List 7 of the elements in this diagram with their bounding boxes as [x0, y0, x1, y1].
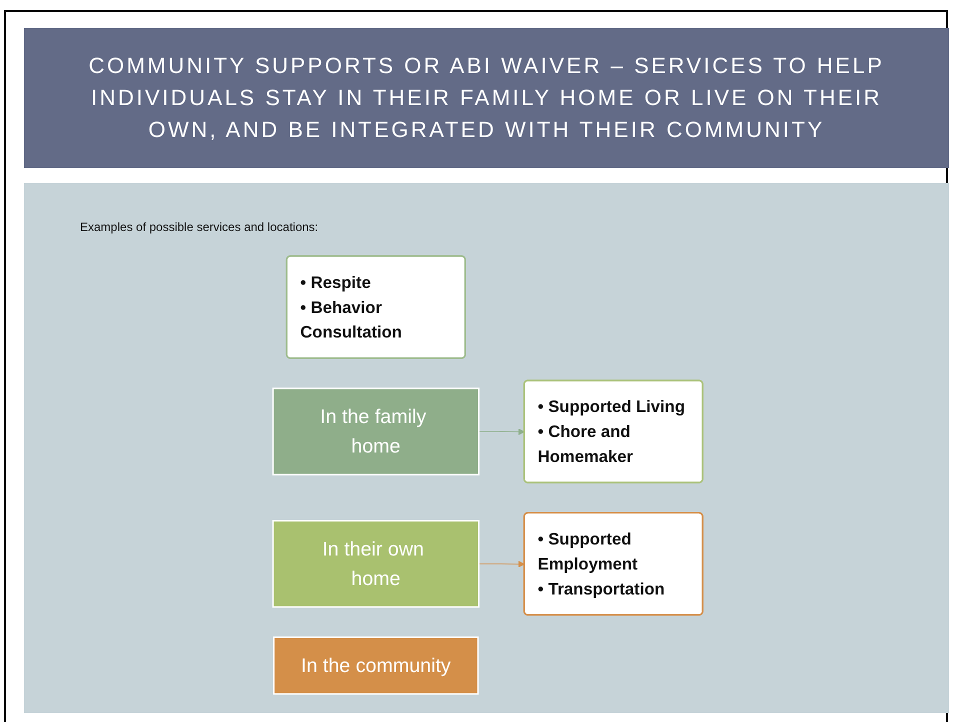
node-box: In the family home [272, 388, 480, 476]
note-text: Examples of possible services and locations: [80, 220, 318, 234]
arrow [478, 560, 524, 568]
title-banner: COMMUNITY SUPPORTS OR ABI WAIVER – SERVICES TO HELP INDIVIDUALS STAY IN THEIR FAMILY HOME OR LIVE ON THEIR OWN, AND BE INTEGRATED WITH THEIR COMMUNITY [24, 28, 949, 168]
node-box: In the community [272, 636, 478, 695]
arrow [478, 428, 524, 436]
node-box: In their own home [272, 520, 480, 608]
